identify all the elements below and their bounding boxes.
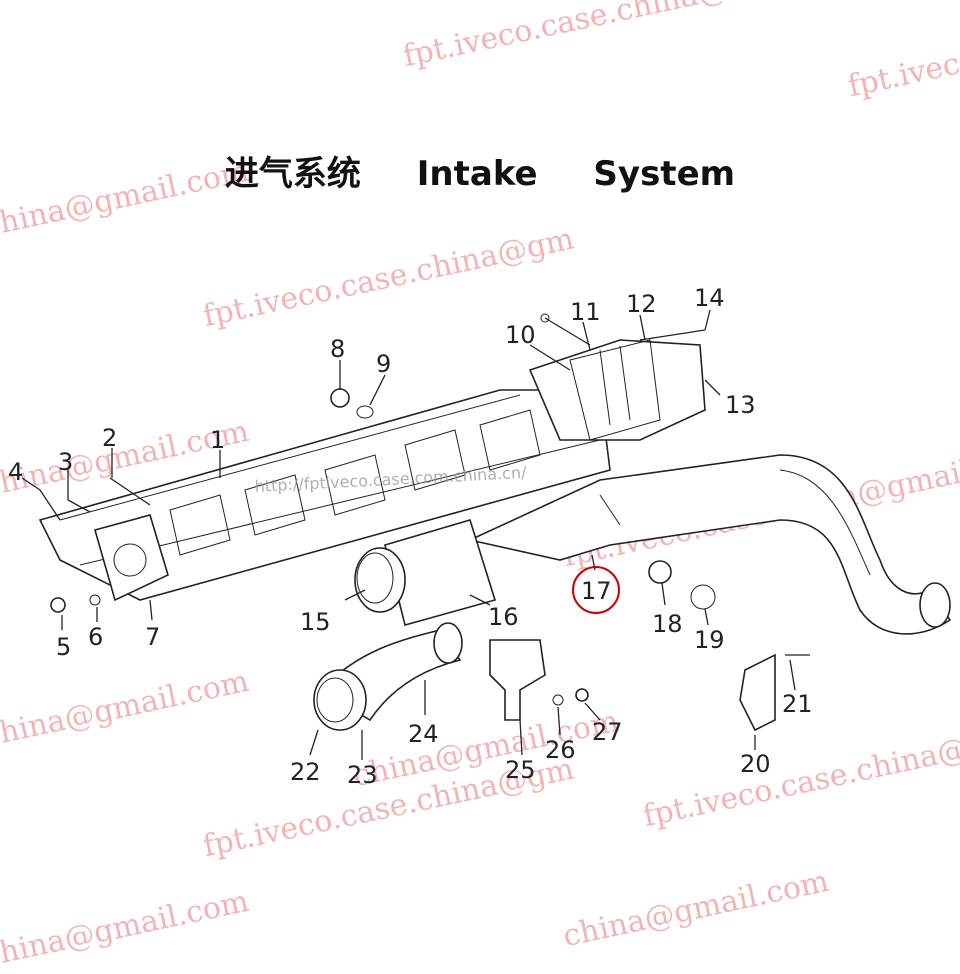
callout-3: 3	[58, 448, 73, 476]
callout-16: 16	[488, 603, 519, 631]
callout-19: 19	[694, 626, 725, 654]
bracket-20	[739, 653, 810, 732]
callout-26: 26	[545, 736, 576, 764]
callout-6: 6	[88, 623, 103, 651]
page-title: 进气系统 Intake System	[0, 146, 960, 195]
callout-2: 2	[102, 424, 117, 452]
bolt-2	[109, 477, 151, 506]
callout-4: 4	[8, 458, 23, 486]
highlight-circle-17	[572, 566, 620, 614]
callout-22: 22	[290, 758, 321, 786]
plug-18	[648, 560, 672, 584]
washer-9	[356, 405, 374, 419]
bracket-25	[489, 639, 546, 721]
callout-8: 8	[330, 335, 345, 363]
callout-11: 11	[570, 298, 601, 326]
callout-17: 17	[581, 577, 612, 605]
title-cn: 进气系统	[224, 154, 361, 194]
callout-21: 21	[782, 690, 813, 718]
elbow-pipe	[313, 622, 463, 731]
callout-23: 23	[347, 761, 378, 789]
title-en-system: System	[593, 154, 736, 194]
callout-24: 24	[408, 720, 439, 748]
callout-7: 7	[145, 623, 160, 651]
callout-10: 10	[505, 321, 536, 349]
seal-19	[690, 584, 716, 610]
callout-15: 15	[300, 608, 331, 636]
plug-8	[330, 388, 350, 408]
washer-6	[89, 594, 101, 606]
callout-20: 20	[740, 750, 771, 778]
callout-13: 13	[725, 391, 756, 419]
leader-lines	[21, 309, 796, 760]
callout-14: 14	[694, 284, 725, 312]
callout-27: 27	[592, 718, 623, 746]
title-en-intake: Intake	[416, 154, 538, 194]
callout-5: 5	[56, 633, 71, 661]
bolt-3	[67, 499, 91, 513]
callout-25: 25	[505, 756, 536, 784]
callout-12: 12	[626, 290, 657, 318]
bolt-27	[575, 688, 589, 702]
intake-pipe	[467, 454, 952, 635]
stud-4	[39, 489, 61, 521]
callout-9: 9	[376, 350, 391, 378]
hose-and-clamp	[354, 519, 497, 626]
callout-labels: 1 2 3 4 5 6 7 8 9 10 11 12 13 14 15 16 1…	[8, 284, 813, 789]
callout-1: 1	[210, 426, 225, 454]
callout-18: 18	[652, 610, 683, 638]
intake-manifold	[38, 389, 611, 602]
washer-26	[552, 694, 564, 706]
throttle-valve-assembly	[528, 313, 706, 441]
plug-5	[50, 597, 66, 613]
